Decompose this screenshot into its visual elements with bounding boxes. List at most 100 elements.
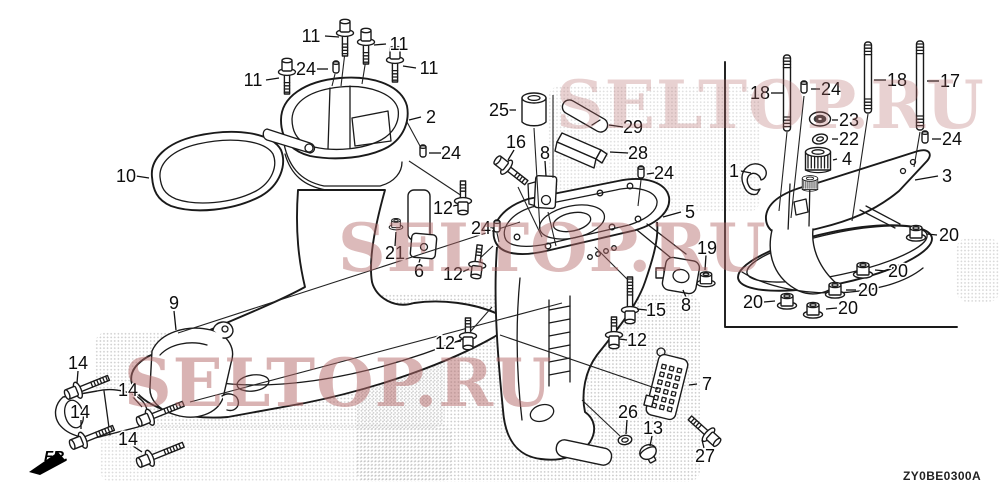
seal-channel-28 (554, 132, 608, 169)
rubber-grommet (808, 111, 832, 127)
leader-line (402, 65, 417, 69)
callout-4: 4 (842, 149, 852, 169)
leader-line (618, 338, 628, 341)
flange-bolt (68, 424, 116, 450)
leader-line (926, 233, 938, 236)
leader-line (874, 269, 887, 272)
inset-box (724, 61, 958, 328)
flange-bolt (458, 317, 478, 351)
callout-12: 12 (433, 198, 453, 218)
flange-bolt (277, 57, 297, 95)
diagram-code: ZY0BE0300A (903, 469, 982, 483)
callout-28: 28 (628, 143, 648, 163)
anode-7 (643, 347, 689, 421)
leader-line (646, 172, 655, 175)
leader-line (461, 268, 470, 273)
dowel-pin (419, 144, 427, 158)
leader-line (265, 77, 280, 81)
flange-nut (696, 271, 716, 288)
dowel-pin (637, 165, 645, 179)
callout-14: 14 (70, 402, 90, 422)
flange-bolt (335, 18, 355, 57)
ribbed-bushing (801, 175, 819, 192)
callout-11: 11 (244, 70, 263, 90)
leader-line (763, 300, 776, 303)
leader-line (452, 204, 459, 207)
callout-18: 18 (750, 83, 770, 103)
leader-line (825, 307, 838, 310)
callout-8: 8 (540, 143, 550, 163)
callout-29: 29 (623, 117, 643, 137)
callout-20: 20 (939, 225, 959, 245)
callout-14: 14 (118, 429, 138, 449)
gasket-10 (151, 130, 285, 212)
callout-22: 22 (839, 129, 859, 149)
bracket-plate-8 (527, 174, 558, 210)
callout-24: 24 (821, 79, 841, 99)
flange-bolt (493, 155, 529, 186)
construction-line (469, 306, 493, 333)
callout-6: 6 (414, 261, 424, 281)
callout-11: 11 (390, 34, 409, 54)
callout-20: 20 (838, 298, 858, 318)
dowel-pin (493, 219, 501, 233)
construction-line (331, 73, 336, 87)
leader-line (649, 435, 653, 447)
leader-line (418, 258, 421, 264)
rubber-mount-8 (655, 256, 701, 295)
thrust-washer (811, 133, 829, 145)
flange-nut (776, 292, 798, 310)
fr-arrow (29, 452, 66, 475)
fr-label: FR. (44, 448, 69, 465)
callout-20: 20 (888, 261, 908, 281)
flange-nut (905, 224, 927, 242)
callout-23: 23 (839, 110, 859, 130)
stud-bolt (915, 40, 925, 131)
leader-line (636, 308, 648, 311)
callout-24: 24 (296, 59, 316, 79)
leader-line (914, 175, 939, 181)
construction-line (594, 246, 630, 282)
callout-21: 21 (385, 243, 405, 263)
flange-nut (852, 261, 874, 279)
flange-bolt (385, 45, 405, 83)
callout-17: 17 (940, 71, 960, 91)
flange-nut (824, 281, 846, 299)
callout-25: 25 (489, 100, 509, 120)
callout-12: 12 (443, 264, 463, 284)
flange-bolt (63, 374, 111, 400)
leader-line (625, 419, 628, 435)
leader-line (740, 170, 752, 174)
flange-bolt (620, 276, 640, 325)
construction-line (496, 232, 500, 243)
leader-line (408, 116, 422, 121)
construction-line (533, 127, 541, 231)
leader-line (76, 370, 79, 384)
callout-3: 3 (942, 166, 952, 186)
construction-line (406, 121, 421, 147)
flange-bolt (356, 27, 376, 65)
flange-bolt (135, 441, 185, 468)
leader-line (132, 445, 143, 453)
leader-line (135, 175, 150, 179)
callout-11: 11 (302, 26, 321, 46)
callout-2: 2 (426, 107, 436, 127)
callout-5: 5 (685, 202, 695, 222)
flange-nut (388, 218, 404, 231)
construction-line (790, 95, 805, 219)
callout-14: 14 (118, 380, 138, 400)
leader-line (394, 231, 397, 247)
flange-nut (802, 301, 824, 319)
dowel-pin (800, 80, 808, 94)
callout-27: 27 (695, 446, 715, 466)
callout-9: 9 (169, 293, 179, 313)
callout-12: 12 (627, 330, 647, 350)
construction-line (851, 113, 869, 222)
leader-line (454, 340, 462, 343)
leader-line (832, 158, 838, 161)
leader-line (704, 254, 707, 271)
callout-12: 12 (435, 333, 455, 353)
